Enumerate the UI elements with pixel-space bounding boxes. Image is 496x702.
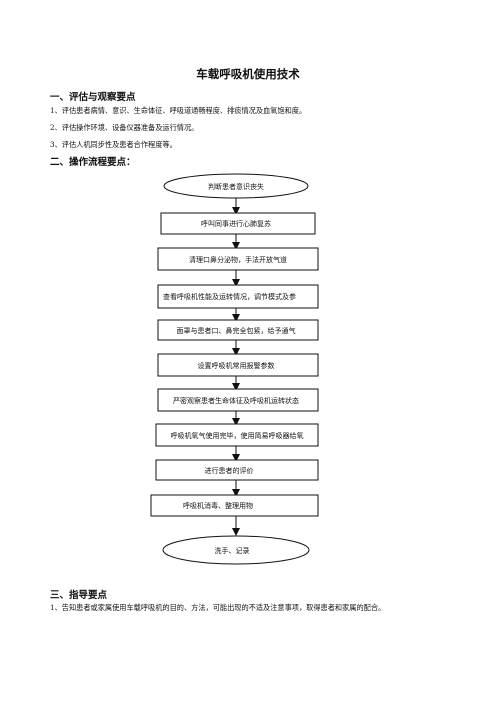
document-title: 车载呼吸机使用技术 bbox=[196, 67, 300, 81]
flow-label-10: 呼吸机消毒、整理用物 bbox=[183, 501, 253, 510]
flow-label-2: 呼叫同事进行心肺复苏 bbox=[201, 219, 271, 228]
flow-label-11: 洗手、记录 bbox=[215, 546, 250, 555]
flow-label-9: 进行患者的评价 bbox=[205, 466, 254, 475]
section3-heading: 三、指导要点 bbox=[50, 590, 108, 601]
flow-node bbox=[155, 423, 319, 447]
flow-node-end bbox=[162, 535, 310, 565]
section1-heading: 一、评估与观察要点 bbox=[50, 92, 136, 103]
section3-item-1: 1、告知患者或家属使用车载呼吸机的目的、方法，可能出现的不适及注意事项，取得患者… bbox=[50, 603, 386, 612]
flow-node bbox=[157, 319, 319, 341]
flow-label-1: 判断患者意识丧失 bbox=[208, 182, 264, 191]
flow-node bbox=[157, 284, 319, 309]
flow-label-8: 呼吸机氧气使用完毕，使用简易呼吸器给氧 bbox=[171, 431, 304, 440]
section1-item-3: 3、评估人机同步性及患者合作程度等。 bbox=[50, 140, 177, 149]
flow-label-3: 清理口鼻分泌物，手法开放气道 bbox=[189, 255, 287, 264]
flow-label-6: 设置呼吸机常用报警参数 bbox=[198, 361, 275, 370]
section1-item-2: 2、评估操作环境、设备仪器准备及运行情况。 bbox=[50, 123, 199, 132]
flow-node bbox=[150, 494, 319, 517]
flow-node bbox=[160, 212, 316, 235]
flow-node bbox=[157, 388, 319, 412]
section2-heading: 二、操作流程要点： bbox=[50, 157, 136, 168]
flow-node bbox=[157, 353, 319, 377]
flow-node bbox=[157, 247, 319, 271]
flow-node bbox=[155, 459, 319, 481]
flow-label-5: 面罩与患者口、鼻完全包紧，给予通气 bbox=[177, 326, 296, 335]
flow-node-start bbox=[163, 173, 309, 199]
flow-label-7: 严密观察患者生命体征及呼吸机运转状态 bbox=[173, 396, 299, 405]
section1-item-1: 1、评估患者病情、意识、生命体征、呼吸道通畅程度、排痰情况及血氧饱和度。 bbox=[50, 106, 307, 115]
flow-label-4: 查看呼吸机性能及运转情况，调节模式及参 bbox=[163, 292, 296, 301]
